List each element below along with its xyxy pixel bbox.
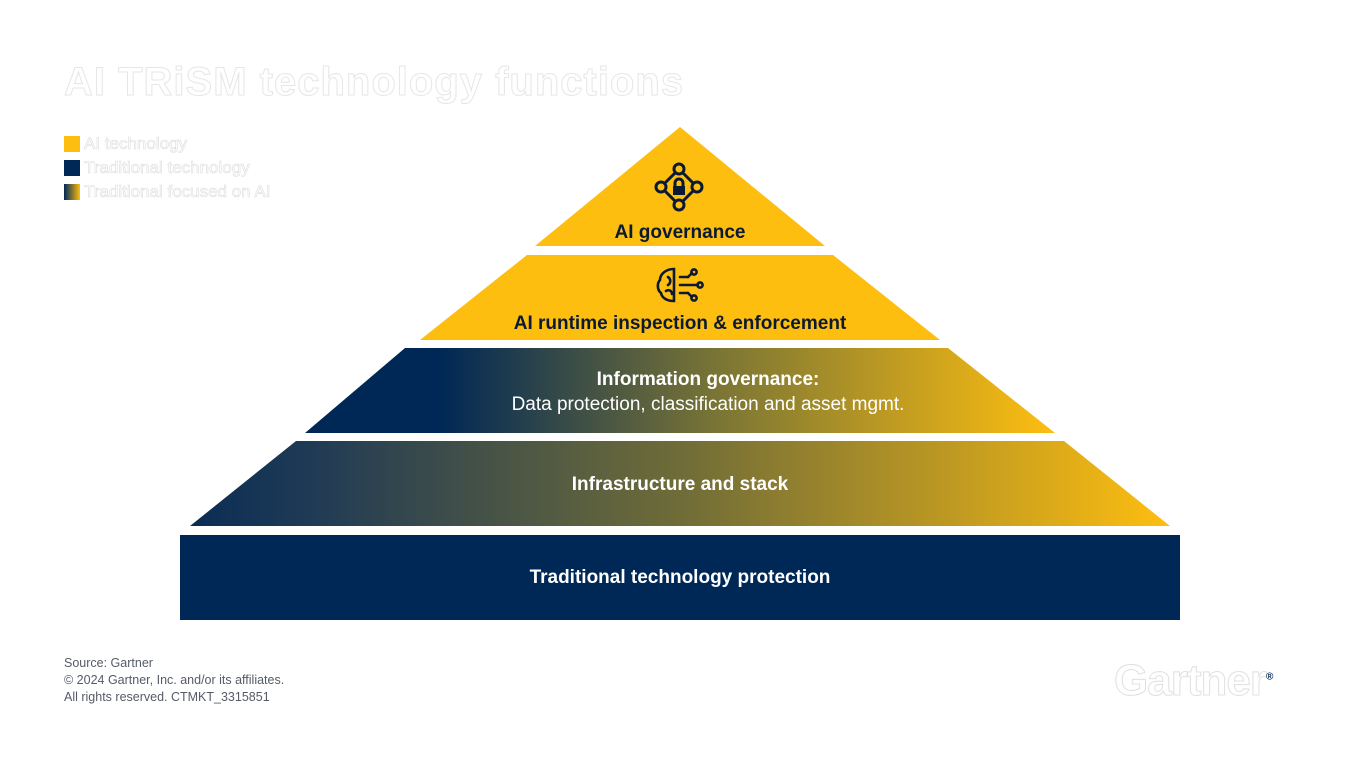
tier-information-governance: [305, 348, 1055, 433]
tier-label-ai-governance: AI governance: [614, 222, 746, 243]
legend-item-ai: AI technology: [64, 132, 271, 156]
tier-label-information-governance: Information governance:: [596, 369, 820, 390]
legend-item-gradient: Traditional focused on AI: [64, 180, 271, 204]
legend: AI technology Traditional technology Tra…: [64, 132, 271, 204]
tier-infrastructure: [190, 441, 1170, 526]
legend-swatch-ai: [64, 136, 80, 152]
legend-swatch-traditional: [64, 160, 80, 176]
tier-label-infrastructure: Infrastructure and stack: [571, 474, 789, 495]
registered-mark: ®: [1265, 671, 1273, 683]
footer: Source: Gartner © 2024 Gartner, Inc. and…: [64, 655, 284, 706]
legend-label: Traditional focused on AI: [84, 182, 271, 202]
tier-label-ai-runtime: AI runtime inspection & enforcement: [513, 313, 847, 334]
footer-copyright: © 2024 Gartner, Inc. and/or its affiliat…: [64, 673, 285, 687]
legend-item-traditional: Traditional technology: [64, 156, 271, 180]
legend-label: AI technology: [84, 134, 188, 154]
legend-swatch-gradient: [64, 184, 80, 200]
tier-traditional-protection: [180, 535, 1180, 620]
tier-sublabel-information-governance: Data protection, classification and asse…: [511, 394, 905, 415]
network-lock-icon: [654, 162, 704, 212]
tier-ai-runtime: [420, 255, 940, 340]
ai-brain-circuit-icon: [656, 267, 704, 303]
gartner-logo: Gartner®: [1114, 656, 1274, 706]
page-title: AI TRiSM technology functions: [63, 60, 685, 105]
footer-rights: All rights reserved. CTMKT_3315851: [64, 690, 270, 704]
logo-text: Gartner: [1114, 656, 1268, 706]
footer-source: Source: Gartner: [64, 656, 153, 670]
tier-label-traditional-protection: Traditional technology protection: [529, 567, 831, 588]
legend-label: Traditional technology: [84, 158, 250, 178]
